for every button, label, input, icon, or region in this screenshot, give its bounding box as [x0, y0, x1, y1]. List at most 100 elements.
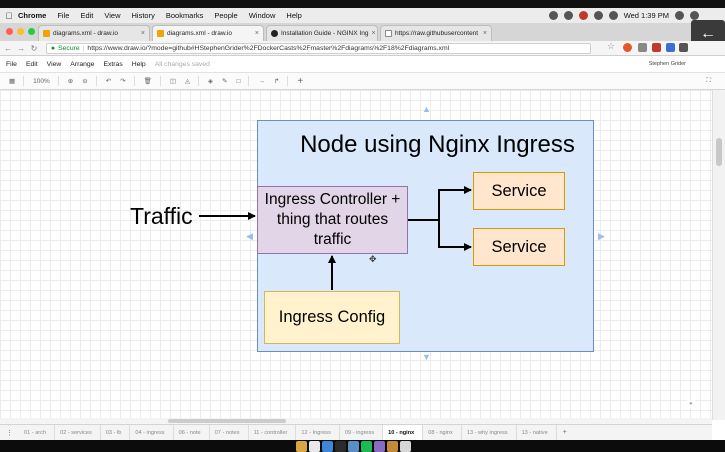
drawio-menu-arrange[interactable]: Arrange	[70, 60, 95, 68]
safari-icon[interactable]	[322, 441, 333, 452]
menu-help[interactable]: Help	[286, 11, 302, 20]
apple-icon[interactable]: 	[0, 11, 18, 21]
battery-icon[interactable]	[608, 11, 618, 20]
page-tab[interactable]: 08 - nginx	[423, 425, 462, 440]
close-tab-icon[interactable]: ×	[140, 30, 145, 37]
zoom-in-icon[interactable]: ⊕	[67, 78, 74, 85]
extension-dark-icon[interactable]	[679, 43, 688, 52]
page-tab[interactable]: 04 - ingress	[130, 425, 174, 440]
reload-icon[interactable]: ↻	[30, 43, 38, 53]
drawio-menu-edit[interactable]: Edit	[25, 60, 38, 68]
page-tab[interactable]: 06 - note	[174, 425, 210, 440]
close-window-button[interactable]	[6, 28, 13, 35]
traffic-label[interactable]: Traffic	[130, 203, 193, 229]
spotify-icon[interactable]	[361, 441, 372, 452]
menu-people[interactable]: People	[214, 11, 238, 20]
panel-toggle-icon[interactable]: ▦	[9, 78, 16, 85]
drawio-menu-extras[interactable]: Extras	[103, 60, 123, 68]
hover-arrow-right-icon[interactable]: ▶	[598, 231, 605, 241]
add-page-icon[interactable]: +	[562, 429, 567, 436]
menu-file[interactable]: File	[57, 11, 70, 20]
service-2-arrow[interactable]	[438, 220, 472, 251]
to-back-icon[interactable]: ◬	[185, 78, 191, 85]
extension-blue-icon[interactable]	[666, 43, 675, 52]
close-tab-icon[interactable]: ×	[482, 30, 487, 37]
page-tab[interactable]: 13 - native	[517, 425, 557, 440]
horizontal-scroll-thumb[interactable]	[168, 419, 286, 423]
page-tab[interactable]: 12 - Ingress	[296, 425, 340, 440]
forward-icon[interactable]: →	[17, 43, 25, 53]
browser-tab-2[interactable]: diagrams.xml - draw.io ×	[152, 25, 264, 41]
page-tab[interactable]: 09 - ingress	[340, 425, 384, 440]
undo-icon[interactable]: ↶	[105, 78, 112, 85]
ingress-controller-shape[interactable]: Ingress Controller + thing that routes t…	[257, 186, 408, 254]
hover-arrow-down-icon[interactable]: ▼	[422, 352, 431, 362]
terminal-icon[interactable]	[335, 441, 346, 452]
close-tab-icon[interactable]: ×	[254, 30, 259, 37]
vertical-scrollbar[interactable]	[712, 90, 725, 420]
service-1-arrow[interactable]	[408, 186, 472, 221]
menu-bookmarks[interactable]: Bookmarks	[165, 11, 204, 20]
hover-arrow-up-icon[interactable]: ▲	[422, 104, 431, 114]
app-icon[interactable]	[387, 441, 398, 452]
fill-color-icon[interactable]: ◈	[208, 78, 214, 85]
wifi-icon[interactable]	[593, 11, 603, 20]
page-tab[interactable]: 13 - why ingress	[462, 425, 517, 440]
chrome-icon[interactable]	[309, 441, 320, 452]
extension-icon[interactable]	[638, 43, 647, 52]
zoom-out-icon[interactable]: ⊖	[82, 78, 88, 85]
menu-history[interactable]: History	[131, 11, 155, 20]
zoom-level[interactable]: 100%	[33, 77, 50, 85]
trash-icon[interactable]	[400, 441, 411, 452]
to-front-icon[interactable]: ◫	[169, 78, 177, 85]
browser-tab-4[interactable]: https://raw.githubusercontent ×	[380, 25, 492, 41]
eye-icon[interactable]	[563, 11, 573, 20]
editor-icon[interactable]	[348, 441, 359, 452]
connection-icon[interactable]: →	[258, 77, 265, 85]
menu-list-icon[interactable]	[690, 11, 699, 20]
url-input[interactable]: ● Secure | https://www.draw.io/?mode=git…	[46, 43, 591, 54]
clock[interactable]: Wed 1:39 PM	[623, 11, 669, 20]
horizontal-scrollbar[interactable]	[0, 418, 712, 424]
record-icon[interactable]	[578, 11, 588, 20]
menu-edit[interactable]: Edit	[80, 11, 94, 20]
browser-tab-3[interactable]: Installation Guide - NGINX Ing ×	[266, 25, 378, 41]
insert-plus-icon[interactable]: +	[297, 75, 304, 87]
drawio-menu-help[interactable]: Help	[131, 60, 146, 68]
shadow-icon[interactable]: □	[236, 77, 241, 85]
delete-icon[interactable]: 🗑	[143, 78, 152, 85]
vertical-scroll-thumb[interactable]	[716, 138, 722, 166]
line-color-icon[interactable]: ✎	[222, 78, 228, 85]
extension-red-icon[interactable]	[652, 43, 661, 52]
search-icon[interactable]	[675, 11, 684, 20]
menu-app-name[interactable]: Chrome	[18, 11, 47, 20]
pages-menu-icon[interactable]: ⋮	[6, 429, 13, 437]
maximize-window-button[interactable]	[28, 28, 35, 35]
service-shape-1[interactable]: Service	[473, 172, 565, 210]
menu-window[interactable]: Window	[248, 11, 276, 20]
opera-extension-icon[interactable]	[623, 43, 632, 52]
page-tab[interactable]: 02 - services	[55, 425, 101, 440]
page-tab[interactable]: 07 - notes	[210, 425, 249, 440]
waypoints-icon[interactable]: ↱	[273, 78, 280, 85]
page-tab[interactable]: 11 - controller	[249, 425, 297, 440]
minimize-window-button[interactable]	[17, 28, 24, 35]
drawio-menu-view[interactable]: View	[46, 60, 62, 68]
redo-icon[interactable]: ↷	[120, 78, 126, 85]
page-tab[interactable]: 01 - arch	[19, 425, 56, 440]
app-icon[interactable]	[374, 441, 385, 452]
back-icon[interactable]: ←	[4, 43, 12, 53]
service-shape-2[interactable]: Service	[473, 228, 565, 266]
bookmark-star-icon[interactable]: ☆	[607, 41, 616, 51]
close-tab-icon[interactable]: ×	[371, 30, 376, 37]
finder-icon[interactable]	[296, 441, 307, 452]
page-tab-active[interactable]: 10 - nginx	[383, 425, 424, 440]
drawio-menu-file[interactable]: File	[6, 60, 17, 68]
menu-view[interactable]: View	[104, 11, 121, 20]
cloud-icon[interactable]	[548, 11, 558, 20]
ingress-config-shape[interactable]: Ingress Config	[264, 291, 400, 344]
hover-arrow-left-icon[interactable]: ◀	[246, 231, 253, 241]
diagram-canvas[interactable]: ▲ ▼ ◀ ▶ Node using Nginx Ingress Traffic…	[0, 90, 712, 420]
fullscreen-icon[interactable]: ⛶	[706, 77, 711, 84]
browser-tab-1[interactable]: diagrams.xml - draw.io ×	[38, 25, 150, 41]
